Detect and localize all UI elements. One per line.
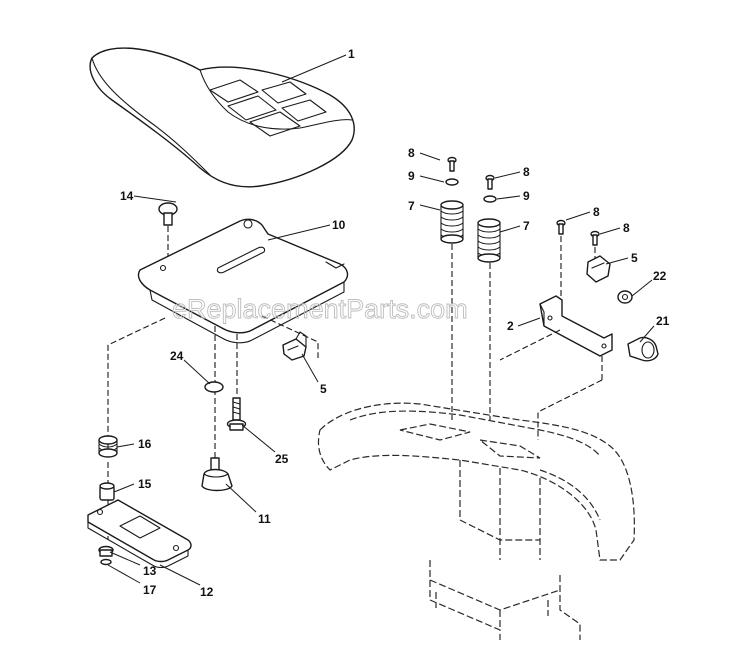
callout-pin: 14 bbox=[120, 189, 134, 203]
callout-washer-left: 9 bbox=[408, 169, 415, 183]
nut-part bbox=[98, 545, 114, 557]
callout-washer-24: 24 bbox=[170, 349, 184, 363]
screw-c-part bbox=[556, 219, 566, 235]
callout-switch-right: 5 bbox=[631, 251, 638, 265]
spring-left-part bbox=[440, 200, 464, 244]
callout-screw-c: 8 bbox=[593, 205, 600, 219]
callout-switch-left: 5 bbox=[320, 382, 327, 396]
part-22-part bbox=[617, 290, 633, 304]
callout-washer-bottom: 17 bbox=[143, 583, 157, 597]
leader-lines bbox=[107, 54, 655, 586]
callout-pan-bracket: 2 bbox=[507, 319, 514, 333]
switch-left-part bbox=[282, 331, 307, 361]
callout-seat-pan: 10 bbox=[332, 218, 346, 232]
callout-seat: 1 bbox=[348, 47, 355, 61]
callout-knob: 11 bbox=[258, 512, 271, 526]
knob-part bbox=[201, 457, 233, 492]
switch-right-part bbox=[586, 255, 611, 283]
screw-d-part bbox=[590, 230, 600, 246]
callout-part-22: 22 bbox=[653, 269, 667, 283]
callout-spring-right: 7 bbox=[523, 219, 530, 233]
seat-pan-part bbox=[137, 218, 349, 344]
callout-seat-spring: 16 bbox=[138, 437, 152, 451]
callout-bolt-25: 25 bbox=[275, 452, 289, 466]
callout-nut: 13 bbox=[143, 564, 157, 578]
washer-bottom-part bbox=[100, 558, 112, 566]
washer-right-part bbox=[483, 195, 497, 203]
callout-screw-a: 8 bbox=[408, 146, 415, 160]
knob-21-part bbox=[627, 336, 659, 362]
callout-washer-right: 9 bbox=[523, 189, 530, 203]
pin-part bbox=[158, 202, 178, 226]
fender-frame-ghost bbox=[317, 402, 635, 640]
callout-spring-left: 7 bbox=[408, 199, 415, 213]
pan-bracket-part bbox=[539, 295, 613, 357]
bushing-part bbox=[99, 482, 115, 501]
seat-part bbox=[89, 47, 355, 188]
seat-spring-part bbox=[98, 435, 118, 458]
callout-knob-21: 21 bbox=[656, 314, 670, 328]
screw-b-part bbox=[485, 174, 495, 190]
watermark-text: eReplacementParts.com bbox=[172, 294, 468, 324]
callout-slide-plate: 12 bbox=[200, 585, 214, 599]
spring-right-part bbox=[477, 218, 501, 263]
slide-plate-part bbox=[87, 499, 192, 569]
callout-screw-d: 8 bbox=[623, 221, 630, 235]
callout-labels: 1 14 10 8 9 7 8 9 7 8 8 5 22 2 21 5 24 2… bbox=[120, 47, 670, 599]
screw-a-part bbox=[447, 156, 457, 172]
bolt-25-part bbox=[226, 397, 247, 431]
callout-screw-b: 8 bbox=[523, 165, 530, 179]
washer-24-part bbox=[204, 381, 224, 393]
washer-left-part bbox=[445, 178, 459, 186]
callout-bushing: 15 bbox=[138, 477, 152, 491]
